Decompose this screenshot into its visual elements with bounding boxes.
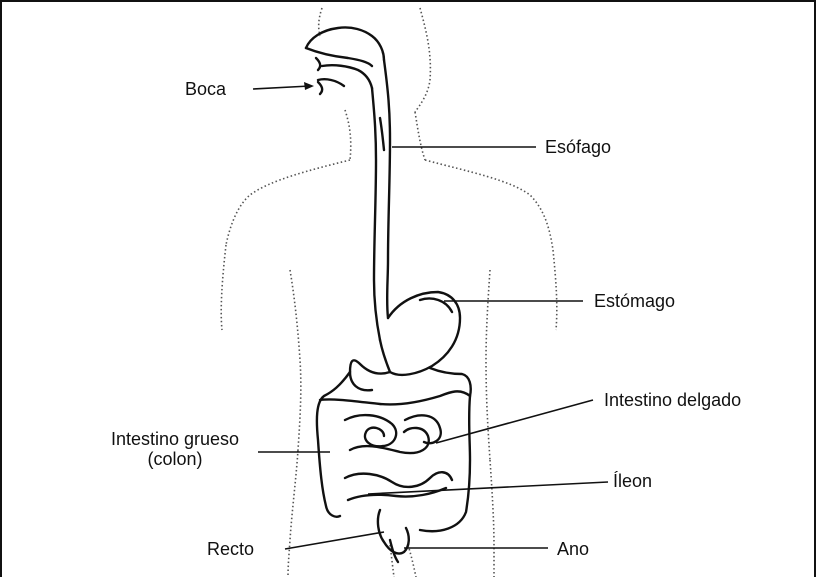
leader-ileon — [368, 482, 608, 494]
label-boca: Boca — [185, 79, 226, 99]
label-intestino-grueso: Intestino grueso (colon) — [95, 429, 255, 469]
label-estomago: Estómago — [594, 291, 675, 311]
label-intestino-grueso-line1: Intestino grueso — [95, 429, 255, 449]
digestive-tract — [306, 27, 471, 562]
label-ano: Ano — [557, 539, 589, 559]
label-ileon: Íleon — [613, 471, 652, 491]
label-colon: (colon) — [95, 449, 255, 469]
leader-recto — [285, 532, 384, 549]
arrow-head-boca — [304, 82, 314, 90]
leader-boca — [253, 86, 310, 89]
label-recto: Recto — [207, 539, 254, 559]
label-esofago: Esófago — [545, 137, 611, 157]
body-outline — [221, 8, 557, 577]
leader-intestino-delgado — [436, 400, 593, 443]
label-intestino-delgado: Intestino delgado — [604, 390, 741, 410]
